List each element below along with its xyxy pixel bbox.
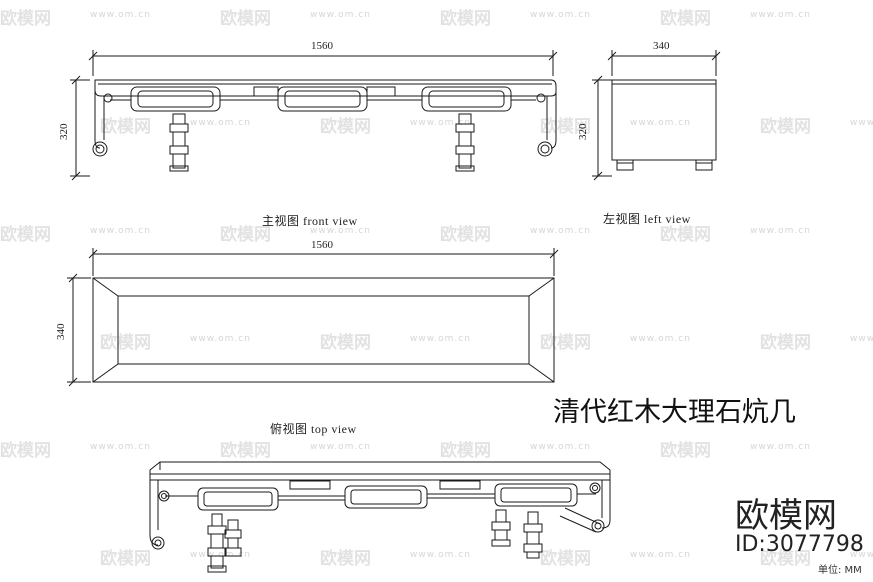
perspective-top-slab: [149, 461, 611, 481]
top-marble-panel: [117, 295, 530, 365]
perspective-scroll-right: [601, 470, 611, 529]
front-height-dim-text: 320: [58, 123, 70, 141]
left-foot-b: [695, 159, 713, 171]
perspective-leg-c: [491, 509, 511, 547]
left-height-dimension: [592, 75, 612, 181]
front-panel-right: [421, 86, 512, 112]
top-view-label: 俯视图 top view: [270, 422, 357, 436]
front-scroll-left: [94, 90, 101, 149]
front-view: [70, 50, 558, 181]
perspective-panel-right: [494, 483, 578, 507]
front-view-label: 主视图 front view: [262, 214, 358, 228]
front-panel-center: [277, 86, 368, 112]
top-view: [67, 248, 559, 387]
perspective-leg-b: [224, 519, 242, 557]
front-scroll-right: [550, 90, 557, 149]
top-width-dim-text: 1560: [311, 239, 333, 251]
left-width-dim-text: 340: [653, 40, 670, 52]
left-view: [592, 50, 721, 181]
left-height-dim-text: 320: [577, 123, 589, 141]
front-leg-left: [169, 113, 189, 172]
unit-label: 单位: MM: [818, 565, 862, 576]
top-width-dimension: [88, 248, 559, 276]
left-body: [611, 79, 717, 161]
top-height-dim-text: 340: [55, 323, 67, 341]
front-top-rail: [94, 79, 557, 97]
perspective-leg-a: [207, 513, 227, 573]
perspective-panel-center: [344, 485, 428, 509]
left-width-dimension: [607, 50, 721, 76]
perspective-leg-d: [523, 511, 543, 559]
perspective-view: [149, 461, 611, 573]
front-leg-right: [455, 113, 475, 172]
front-height-dimension: [70, 75, 90, 181]
top-outer-frame: [92, 277, 555, 383]
left-view-label: 左视图 left view: [603, 212, 691, 226]
perspective-panel-left: [197, 487, 279, 511]
model-id: ID:3077798: [735, 532, 864, 557]
drawing-title: 清代红木大理石炕几: [553, 397, 796, 428]
front-panel-left: [130, 86, 221, 112]
front-width-dim-text: 1560: [311, 40, 333, 52]
top-height-dimension: [67, 273, 91, 387]
front-width-dimension: [88, 50, 558, 76]
left-foot-a: [616, 159, 634, 171]
brand-logo-text: 欧模网: [735, 496, 837, 536]
perspective-scroll-left: [149, 480, 159, 546]
